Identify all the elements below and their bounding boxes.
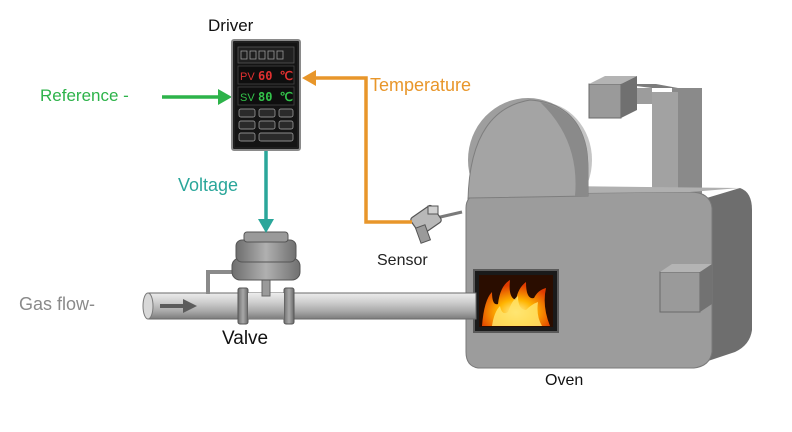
reference-signal-line	[162, 89, 232, 105]
reference-arrowhead	[218, 89, 232, 105]
gas-flow-arrow	[160, 299, 197, 313]
flame-icon	[482, 280, 550, 326]
reference-label: Reference -	[40, 86, 129, 105]
gas-pipe	[142, 292, 477, 320]
sensor-label: Sensor	[377, 252, 428, 269]
sv-label: SV	[240, 92, 255, 104]
temperature-sensor-icon	[410, 204, 463, 244]
sv-display	[237, 86, 295, 106]
voltage-arrowhead	[258, 219, 274, 233]
pv-label: PV	[240, 71, 255, 83]
temperature-label: Temperature	[370, 75, 472, 95]
oven-label: Oven	[545, 372, 584, 389]
pv-display	[237, 65, 295, 85]
valve-flange-left	[237, 287, 249, 325]
voltage-signal-line	[258, 150, 274, 233]
controller-buttons	[238, 108, 294, 142]
pv-value: 60 ℃	[258, 69, 293, 83]
valve-label: Valve	[222, 328, 269, 349]
gas-valve-icon	[206, 231, 301, 325]
controller-icon: PV 60 ℃ SV 80 ℃	[231, 39, 301, 151]
gas-pipe-body	[147, 292, 477, 320]
gas-flow-label: Gas flow-	[19, 294, 96, 314]
voltage-label: Voltage	[178, 175, 239, 195]
oven-chimney-base	[659, 271, 701, 313]
sv-value: 80 ℃	[258, 90, 293, 104]
driver-label: Driver	[208, 16, 254, 35]
oven	[465, 76, 752, 369]
valve-flange-right	[283, 287, 295, 325]
temperature-signal-line	[302, 70, 412, 224]
temperature-arrowhead	[302, 70, 316, 86]
oven-chimney-cap	[588, 83, 622, 119]
